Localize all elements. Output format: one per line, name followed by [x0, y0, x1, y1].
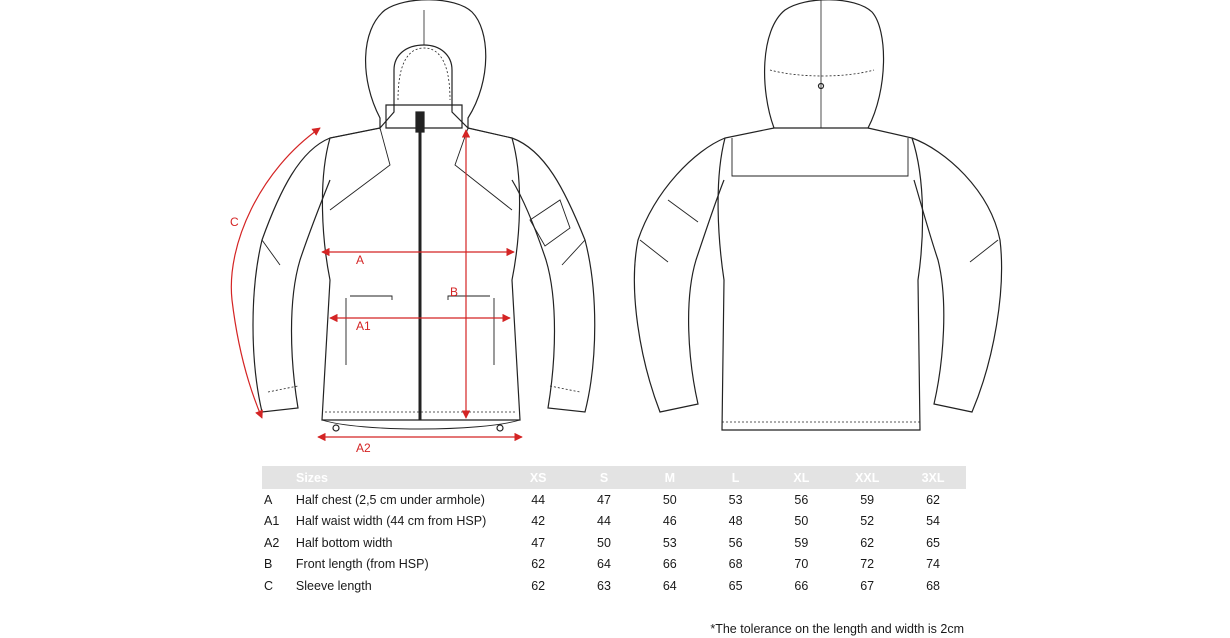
cell-value: 53 — [728, 492, 743, 507]
header-size: 3XL — [921, 470, 945, 485]
row-code: C — [264, 578, 274, 593]
table-header-row: Sizes XS S M L XL XXL 3XL — [262, 466, 966, 489]
cell-value: 46 — [662, 514, 677, 529]
header-sizes: Sizes — [296, 470, 328, 485]
cell-value: 48 — [728, 514, 743, 529]
cell-value: 74 — [926, 557, 940, 572]
table-row: A Half chest (2,5 cm under armhole) 44 4… — [262, 489, 966, 511]
label-b: B — [450, 285, 458, 299]
header-size: L — [731, 470, 740, 485]
size-chart-table: Sizes XS S M L XL XXL 3XL A Half chest (… — [262, 466, 966, 597]
tolerance-footnote: *The tolerance on the length and width i… — [710, 622, 964, 636]
measure-line-c — [230, 127, 321, 419]
cell-value: 52 — [860, 514, 875, 529]
label-c: C — [230, 215, 239, 229]
jacket-back-view — [633, 0, 1003, 431]
cell-value: 54 — [926, 514, 940, 529]
cell-value: 62 — [531, 557, 546, 572]
cell-value: 59 — [860, 492, 875, 507]
label-a1: A1 — [356, 319, 371, 333]
cell-value: 47 — [597, 492, 611, 507]
cell-value: 65 — [926, 535, 940, 550]
cell-value: 66 — [794, 578, 809, 593]
cell-value: 53 — [662, 535, 677, 550]
cell-value: 47 — [531, 535, 546, 550]
cell-value: 44 — [597, 514, 611, 529]
cell-value: 67 — [860, 578, 875, 593]
cell-value: 68 — [926, 578, 940, 593]
row-description: Sleeve length — [295, 578, 372, 593]
cell-value: 64 — [662, 578, 677, 593]
cell-value: 62 — [926, 492, 940, 507]
cell-value: 66 — [662, 557, 677, 572]
cell-value: 68 — [728, 557, 743, 572]
header-size: XS — [529, 470, 547, 485]
cell-value: 70 — [794, 557, 809, 572]
table-row: A2 Half bottom width 47 50 53 56 59 62 6… — [262, 532, 966, 554]
cell-value: 50 — [597, 535, 611, 550]
row-description: Front length (from HSP) — [295, 557, 429, 572]
cell-value: 64 — [597, 557, 611, 572]
cell-value: 72 — [860, 557, 875, 572]
row-description: Half bottom width — [295, 535, 393, 550]
row-code: A — [264, 492, 273, 507]
label-a: A — [356, 253, 364, 267]
header-size: M — [664, 470, 675, 485]
header-size: XL — [793, 470, 810, 485]
cell-value: 50 — [794, 514, 809, 529]
cell-value: 44 — [531, 492, 546, 507]
cell-value: 50 — [662, 492, 677, 507]
row-code: A2 — [264, 535, 280, 550]
cell-value: 63 — [597, 578, 611, 593]
jacket-front-view — [252, 0, 596, 432]
row-description: Half waist width (44 cm from HSP) — [295, 514, 487, 529]
table-row: B Front length (from HSP) 62 64 66 68 70… — [262, 554, 966, 576]
label-a2: A2 — [356, 441, 371, 455]
cell-value: 62 — [531, 578, 546, 593]
header-size: S — [599, 470, 609, 485]
cell-value: 62 — [860, 535, 875, 550]
cell-value: 42 — [531, 514, 546, 529]
header-size: XXL — [855, 470, 880, 485]
cell-value: 56 — [728, 535, 743, 550]
table-row: C Sleeve length 62 63 64 65 66 67 68 — [262, 575, 966, 597]
row-code: B — [264, 557, 273, 572]
row-description: Half chest (2,5 cm under armhole) — [295, 492, 485, 507]
measurement-lines — [230, 127, 523, 442]
table-row: A1 Half waist width (44 cm from HSP) 42 … — [262, 511, 966, 533]
cell-value: 65 — [728, 578, 743, 593]
cell-value: 56 — [794, 492, 809, 507]
jacket-technical-drawing: A A1 A2 B C — [230, 0, 1003, 455]
cell-value: 59 — [794, 535, 809, 550]
row-code: A1 — [264, 514, 280, 529]
